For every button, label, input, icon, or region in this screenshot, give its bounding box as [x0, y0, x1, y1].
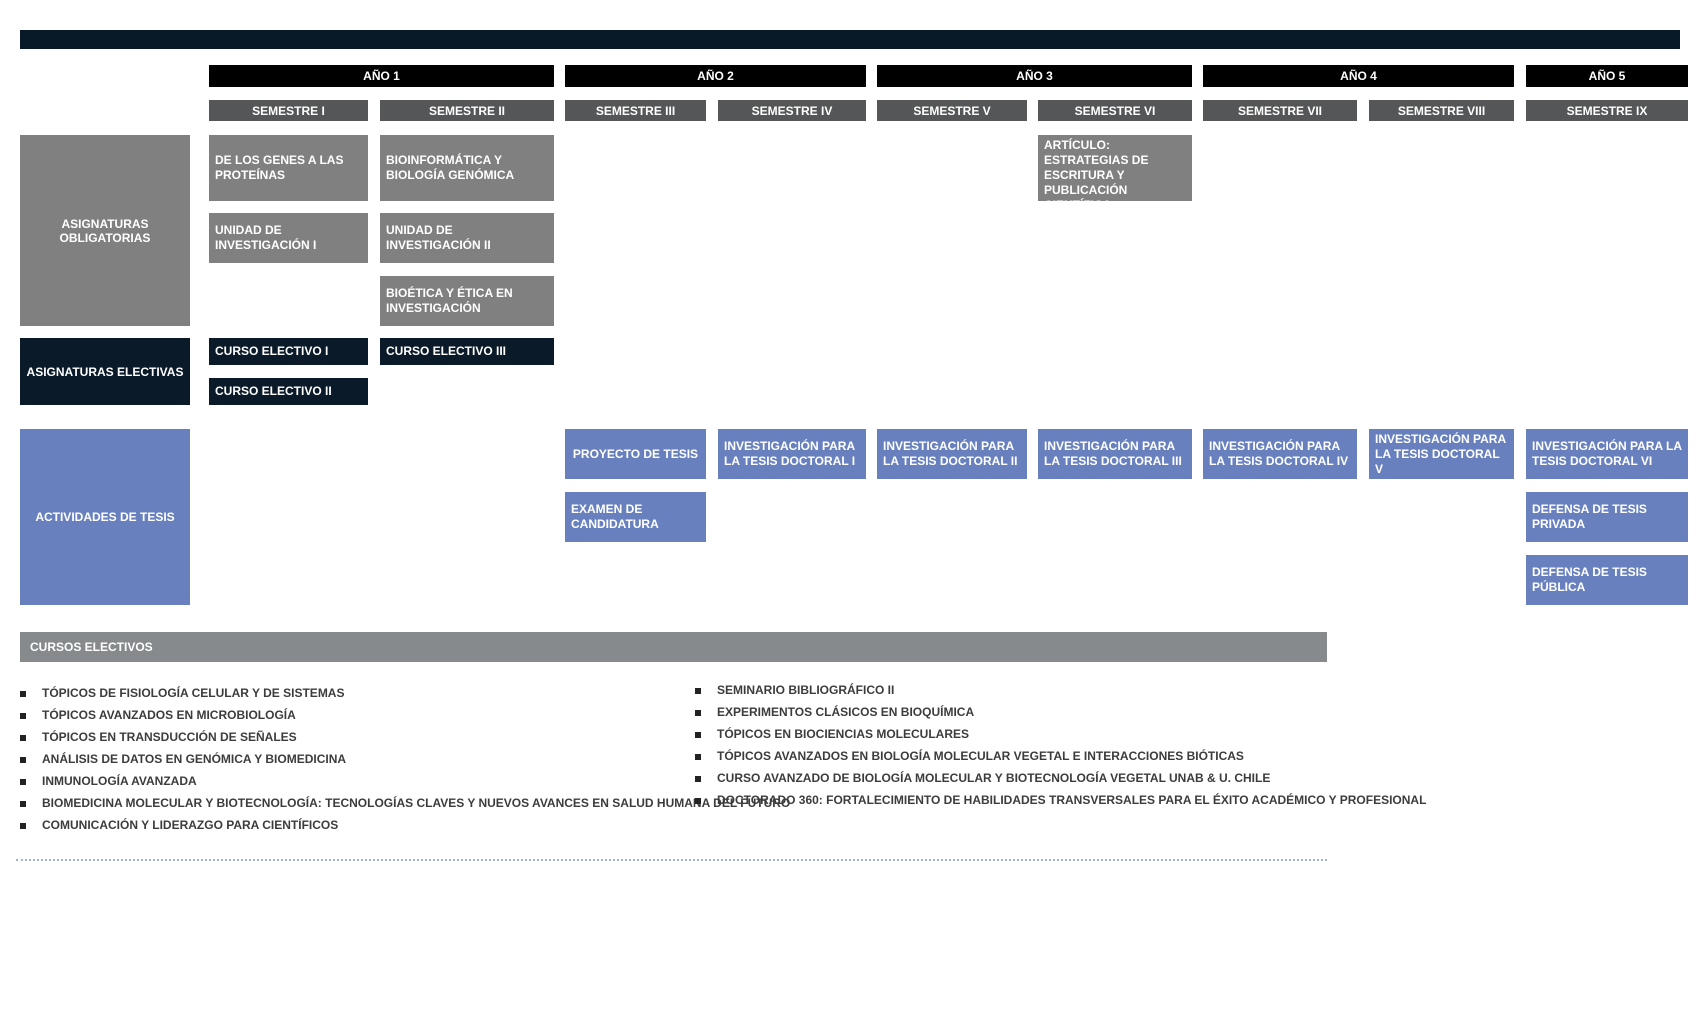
bullet-icon	[695, 688, 701, 694]
list-item: TÓPICOS AVANZADOS EN BIOLOGÍA MOLECULAR …	[695, 745, 1375, 767]
bullet-icon	[695, 754, 701, 760]
year-header-2: AÑO 2	[565, 65, 866, 87]
course-genes-proteinas: DE LOS GENES A LAS PROTEÍNAS	[209, 135, 368, 201]
thesis-investigacion-3: INVESTIGACIÓN PARA LA TESIS DOCTORAL III	[1038, 429, 1192, 479]
course-bioetica: BIOÉTICA Y ÉTICA EN INVESTIGACIÓN	[380, 276, 554, 326]
year-header-3: AÑO 3	[877, 65, 1192, 87]
bullet-icon	[695, 798, 701, 804]
bullet-icon	[695, 732, 701, 738]
list-item-label: TÓPICOS EN TRANSDUCCIÓN DE SEÑALES	[42, 730, 297, 744]
course-electivo-1: CURSO ELECTIVO I	[209, 338, 368, 365]
list-item: BIOMEDICINA MOLECULAR Y BIOTECNOLOGÍA: T…	[20, 792, 790, 814]
thesis-investigacion-1: INVESTIGACIÓN PARA LA TESIS DOCTORAL I	[718, 429, 866, 479]
thesis-defensa-publica: DEFENSA DE TESIS PÚBLICA	[1526, 555, 1688, 605]
list-item-label: ANÁLISIS DE DATOS EN GENÓMICA Y BIOMEDIC…	[42, 752, 347, 766]
thesis-investigacion-4: INVESTIGACIÓN PARA LA TESIS DOCTORAL IV	[1203, 429, 1357, 479]
course-electivo-2: CURSO ELECTIVO II	[209, 378, 368, 405]
list-item-label: CURSO AVANZADO DE BIOLOGÍA MOLECULAR Y B…	[717, 771, 1271, 785]
list-item: EXPERIMENTOS CLÁSICOS EN BIOQUÍMICA	[695, 701, 1375, 723]
category-electivas: ASIGNATURAS ELECTIVAS	[20, 338, 190, 405]
semester-header-3: SEMESTRE III	[565, 100, 706, 121]
bullet-icon	[695, 776, 701, 782]
bullet-icon	[20, 735, 26, 741]
semester-header-9: SEMESTRE IX	[1526, 100, 1688, 121]
list-item-label: TÓPICOS DE FISIOLOGÍA CELULAR Y DE SISTE…	[42, 686, 345, 700]
list-item-label: TÓPICOS AVANZADOS EN BIOLOGÍA MOLECULAR …	[717, 749, 1244, 763]
year-header-4: AÑO 4	[1203, 65, 1514, 87]
semester-header-8: SEMESTRE VIII	[1369, 100, 1514, 121]
list-item-label: TÓPICOS EN BIOCIENCIAS MOLECULARES	[717, 727, 970, 741]
bullet-icon	[20, 691, 26, 697]
list-item-label: COMUNICACIÓN Y LIDERAZGO PARA CIENTÍFICO…	[42, 818, 339, 832]
list-item-label: EXPERIMENTOS CLÁSICOS EN BIOQUÍMICA	[717, 705, 975, 719]
electives-list-left: TÓPICOS DE FISIOLOGÍA CELULAR Y DE SISTE…	[20, 682, 790, 836]
semester-header-4: SEMESTRE IV	[718, 100, 866, 121]
bullet-icon	[20, 713, 26, 719]
bullet-icon	[20, 757, 26, 763]
list-item: CURSO AVANZADO DE BIOLOGÍA MOLECULAR Y B…	[695, 767, 1375, 789]
list-item: TÓPICOS AVANZADOS EN MICROBIOLOGÍA	[20, 704, 680, 726]
bullet-icon	[695, 710, 701, 716]
course-laboratorio-articulo: DEL LABORATORIO AL ARTÍCULO: ESTRATEGIAS…	[1038, 123, 1192, 212]
course-bioinformatica: BIOINFORMÁTICA Y BIOLOGÍA GENÓMICA	[380, 135, 554, 201]
list-item-label: INMUNOLOGÍA AVANZADA	[42, 774, 197, 788]
thesis-defensa-privada: DEFENSA DE TESIS PRIVADA	[1526, 492, 1688, 542]
list-item: ANÁLISIS DE DATOS EN GENÓMICA Y BIOMEDIC…	[20, 748, 680, 770]
list-item-label: TÓPICOS AVANZADOS EN MICROBIOLOGÍA	[42, 708, 296, 722]
semester-header-2: SEMESTRE II	[380, 100, 554, 121]
top-banner	[20, 30, 1680, 49]
thesis-examen-candidatura: EXAMEN DE CANDIDATURA	[565, 492, 706, 542]
category-obligatorias: ASIGNATURAS OBLIGATORIAS	[20, 135, 190, 326]
list-item: TÓPICOS DE FISIOLOGÍA CELULAR Y DE SISTE…	[20, 682, 680, 704]
thesis-proyecto: PROYECTO DE TESIS	[565, 429, 706, 479]
bullet-icon	[20, 779, 26, 785]
semester-header-1: SEMESTRE I	[209, 100, 368, 121]
semester-header-7: SEMESTRE VII	[1203, 100, 1357, 121]
bullet-icon	[20, 823, 26, 829]
course-unidad-investigacion-1: UNIDAD DE INVESTIGACIÓN I	[209, 213, 368, 263]
cursos-electivos-header: CURSOS ELECTIVOS	[20, 632, 1327, 662]
list-item: SEMINARIO BIBLIOGRÁFICO II	[695, 679, 1375, 701]
list-item-label: DOCTORADO 360: FORTALECIMIENTO DE HABILI…	[717, 793, 1427, 807]
bullet-icon	[20, 801, 26, 807]
year-header-5: AÑO 5	[1526, 65, 1688, 87]
thesis-investigacion-2: INVESTIGACIÓN PARA LA TESIS DOCTORAL II	[877, 429, 1027, 479]
list-item: COMUNICACIÓN Y LIDERAZGO PARA CIENTÍFICO…	[20, 814, 680, 836]
semester-header-6: SEMESTRE VI	[1038, 100, 1192, 121]
list-item-label: BIOMEDICINA MOLECULAR Y BIOTECNOLOGÍA: T…	[42, 796, 791, 810]
thesis-investigacion-5: INVESTIGACIÓN PARA LA TESIS DOCTORAL V	[1369, 429, 1514, 479]
semester-header-5: SEMESTRE V	[877, 100, 1027, 121]
thesis-investigacion-6: INVESTIGACIÓN PARA LA TESIS DOCTORAL VI	[1526, 429, 1688, 479]
course-electivo-3: CURSO ELECTIVO III	[380, 338, 554, 365]
year-header-1: AÑO 1	[209, 65, 554, 87]
electives-list-right: SEMINARIO BIBLIOGRÁFICO II EXPERIMENTOS …	[695, 679, 1426, 811]
list-item: INMUNOLOGÍA AVANZADA	[20, 770, 680, 792]
list-item: TÓPICOS EN TRANSDUCCIÓN DE SEÑALES	[20, 726, 680, 748]
dotted-divider	[16, 859, 1327, 861]
course-unidad-investigacion-2: UNIDAD DE INVESTIGACIÓN II	[380, 213, 554, 263]
category-tesis: ACTIVIDADES DE TESIS	[20, 429, 190, 605]
list-item: DOCTORADO 360: FORTALECIMIENTO DE HABILI…	[695, 789, 1426, 811]
list-item: TÓPICOS EN BIOCIENCIAS MOLECULARES	[695, 723, 1375, 745]
list-item-label: SEMINARIO BIBLIOGRÁFICO II	[717, 683, 895, 697]
